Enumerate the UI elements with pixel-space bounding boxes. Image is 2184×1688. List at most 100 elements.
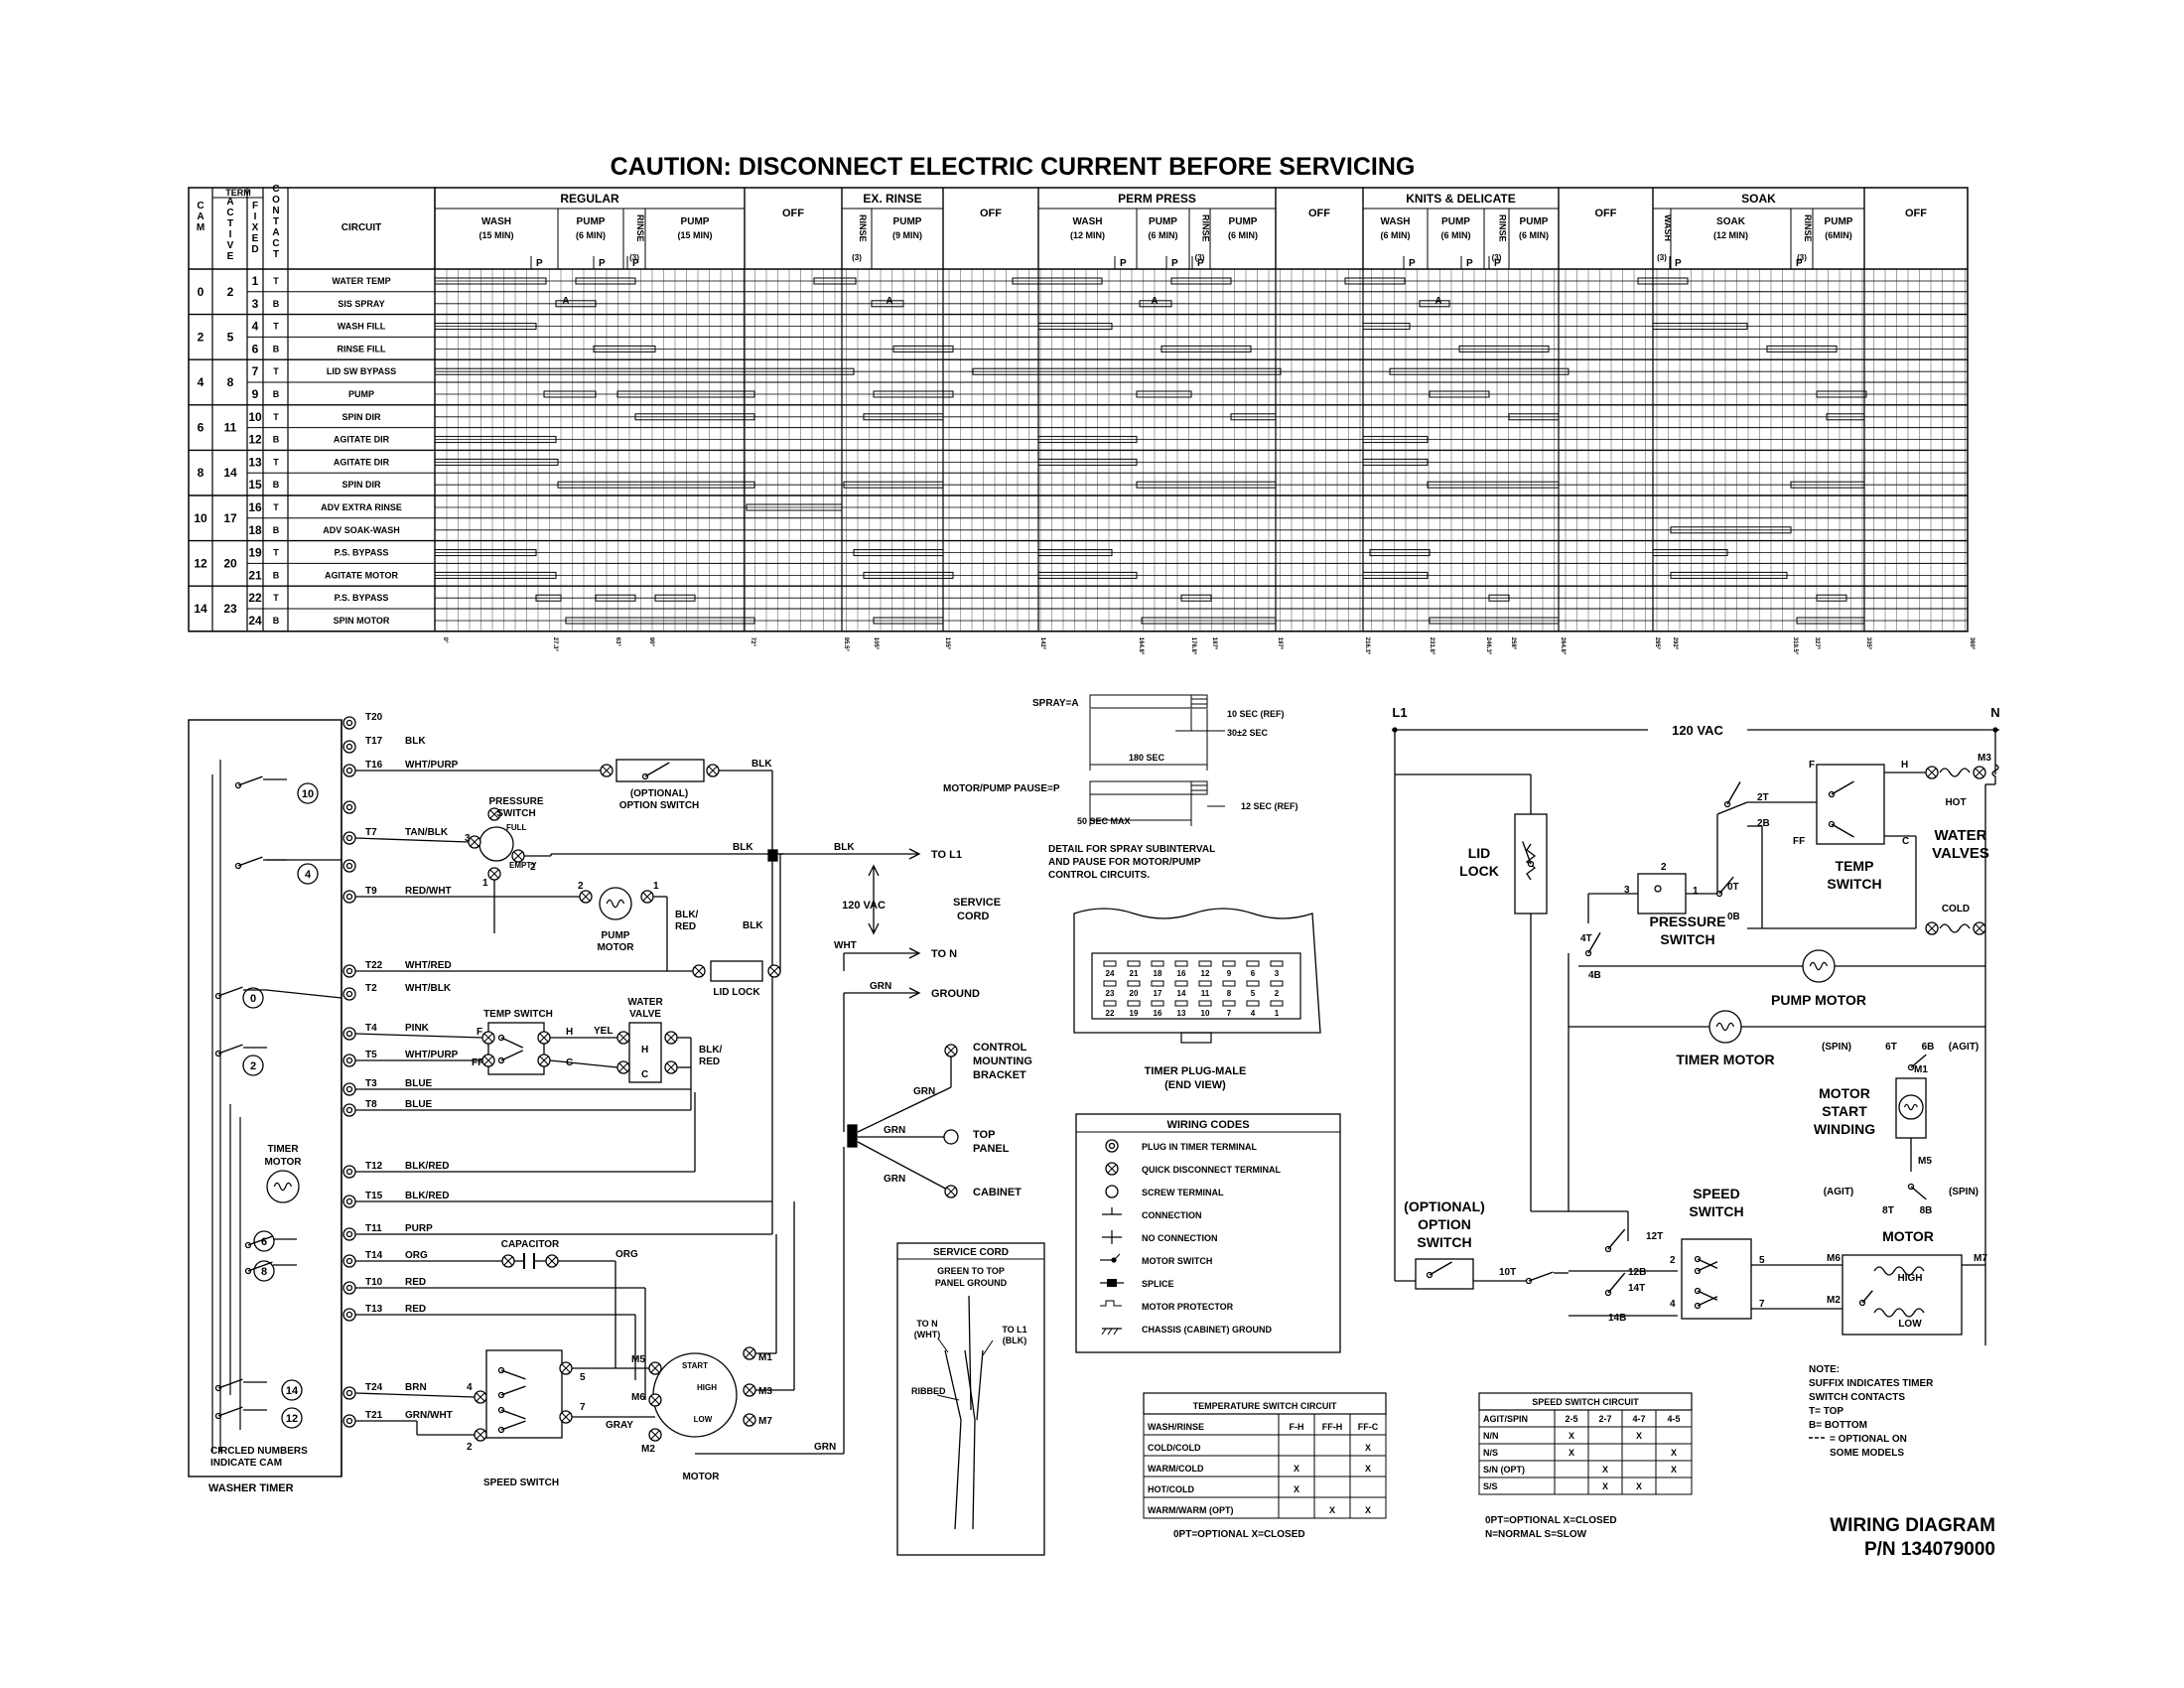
contact-closed-bar — [434, 436, 557, 444]
fixed-term: 9 — [252, 387, 259, 401]
terminal-cross — [489, 809, 499, 819]
plug-pin — [1222, 980, 1236, 987]
contact-closed-bar — [434, 571, 557, 579]
capacitor-label: CAPACITOR — [501, 1239, 560, 1250]
label: 1 — [1693, 886, 1699, 897]
sub-duration: (6 MIN) — [1519, 230, 1549, 240]
vertical-header-char: T — [273, 216, 279, 227]
water-valve-label: VALVE — [629, 1009, 661, 1020]
temp-switch-table-value: HOT/COLD — [1148, 1484, 1194, 1494]
degree-mark: 142° — [1039, 637, 1045, 650]
terminal-cross — [561, 1412, 571, 1422]
contact-closed-bar — [575, 277, 636, 285]
protector-symbol — [1100, 1300, 1122, 1307]
terminal-label: T2 — [365, 983, 377, 994]
terminal-cross — [618, 1062, 628, 1072]
wire-color: BLK — [751, 759, 772, 770]
terminal-center — [345, 767, 353, 774]
label: FF — [1793, 836, 1805, 847]
label: 1 — [482, 878, 488, 889]
label: H — [566, 1027, 573, 1038]
contact-position: B — [273, 344, 280, 353]
contact-closed-bar — [557, 481, 755, 489]
timer-note: INDICATE CAM — [210, 1458, 282, 1469]
plug-pin-number: 16 — [1177, 969, 1186, 978]
plug-pin — [1151, 1000, 1164, 1007]
label: EMPTY — [509, 861, 537, 870]
service-cord-box — [896, 1242, 1045, 1556]
n-label: N — [1990, 705, 1999, 720]
plug-pin — [1174, 980, 1188, 987]
plug-pin-number: 20 — [1130, 989, 1139, 998]
terminal-label: T9 — [365, 886, 377, 897]
sub-duration: (3) — [629, 253, 639, 262]
label: M3 — [1978, 753, 1991, 764]
timer-contact-8 — [1910, 1186, 1927, 1200]
label: M7 — [758, 1416, 772, 1427]
speed-table-footnote: 0PT=OPTIONAL X=CLOSED — [1485, 1515, 1617, 1526]
degree-mark: 176.8° — [1190, 637, 1196, 655]
terminal-label: T3 — [365, 1078, 377, 1089]
fixed-term: 19 — [248, 546, 262, 560]
caution-title: CAUTION: DISCONNECT ELECTRIC CURRENT BEF… — [611, 153, 1416, 181]
to-n-label: TO N — [931, 948, 957, 960]
timer-contact-12 — [1607, 1228, 1626, 1250]
wire-color: BLK — [405, 736, 426, 747]
contact-closed-bar — [634, 413, 755, 421]
cam-switch — [247, 1261, 273, 1272]
wiring-code-item: CONNECTION — [1142, 1210, 1202, 1220]
wire-color: BLK/RED — [405, 1191, 449, 1201]
label: 5 — [580, 1372, 586, 1383]
wire-color: BLK/RED — [405, 1161, 449, 1172]
temp-switch-table-title: TEMPERATURE SWITCH CIRCUIT — [1193, 1401, 1337, 1411]
terminal-center — [345, 1085, 353, 1093]
speed-switch-label: SWITCH — [1689, 1203, 1743, 1219]
motor-pause-label: MOTOR/PUMP PAUSE=P — [943, 783, 1060, 794]
sub-name: RINSE — [1498, 214, 1508, 242]
label: 12B — [1628, 1267, 1646, 1278]
terminal-label: T20 — [365, 712, 383, 723]
plug-pin-number: 11 — [1201, 989, 1210, 998]
terminal-center — [345, 967, 353, 975]
vertical-header-char: V — [227, 240, 234, 251]
label: C — [1902, 836, 1909, 847]
degree-mark: 187° — [1211, 637, 1217, 650]
spray-marker: A — [562, 296, 569, 307]
circuit-name: WASH FILL — [338, 322, 386, 332]
label: (SPIN) — [1822, 1042, 1851, 1053]
timer-motor — [266, 1170, 300, 1203]
wire — [1107, 1328, 1113, 1336]
l1-label: L1 — [1392, 705, 1407, 720]
fixed-term: 15 — [248, 478, 262, 492]
temp-switch-table-value: WARM/WARM (OPT) — [1148, 1505, 1233, 1515]
vertical-header-char: C — [197, 201, 204, 211]
terminal-center — [345, 893, 353, 901]
terminal-cross — [1927, 768, 1937, 777]
ground-label: GROUND — [931, 988, 980, 1000]
vertical-header-char: C — [226, 208, 233, 218]
sub-name: RINSE — [858, 214, 868, 242]
wire — [1716, 801, 1748, 815]
label: FULL — [506, 823, 527, 832]
spray-note: DETAIL FOR SPRAY SUBINTERVAL — [1048, 844, 1215, 855]
cam-circle — [297, 782, 319, 804]
washer-timer-label: WASHER TIMER — [208, 1482, 294, 1494]
motor-label: MOTOR — [1882, 1228, 1934, 1244]
terminal-center — [345, 834, 353, 842]
temp-switch-blade — [500, 1037, 524, 1049]
service-cord-note: (BLK) — [1003, 1336, 1027, 1345]
motor-protector — [1991, 764, 1999, 780]
speed-switch-table-value: X — [1602, 1481, 1608, 1491]
plug-pin-number: 4 — [1251, 1009, 1256, 1018]
vertical-header-char: N — [272, 206, 279, 216]
speed-switch-table-value: X — [1636, 1431, 1642, 1441]
terminal-cross — [1975, 923, 1984, 933]
wire-color: ORG — [405, 1250, 428, 1261]
wiring-code-item: SCREW TERMINAL — [1142, 1188, 1224, 1197]
contact-closed-bar — [1458, 345, 1550, 352]
valve-coil — [1939, 768, 1971, 777]
terminal-cross — [602, 766, 612, 775]
motor-switch — [1861, 1290, 1873, 1304]
speed-switch-table-value: S/N (OPT) — [1483, 1465, 1525, 1475]
